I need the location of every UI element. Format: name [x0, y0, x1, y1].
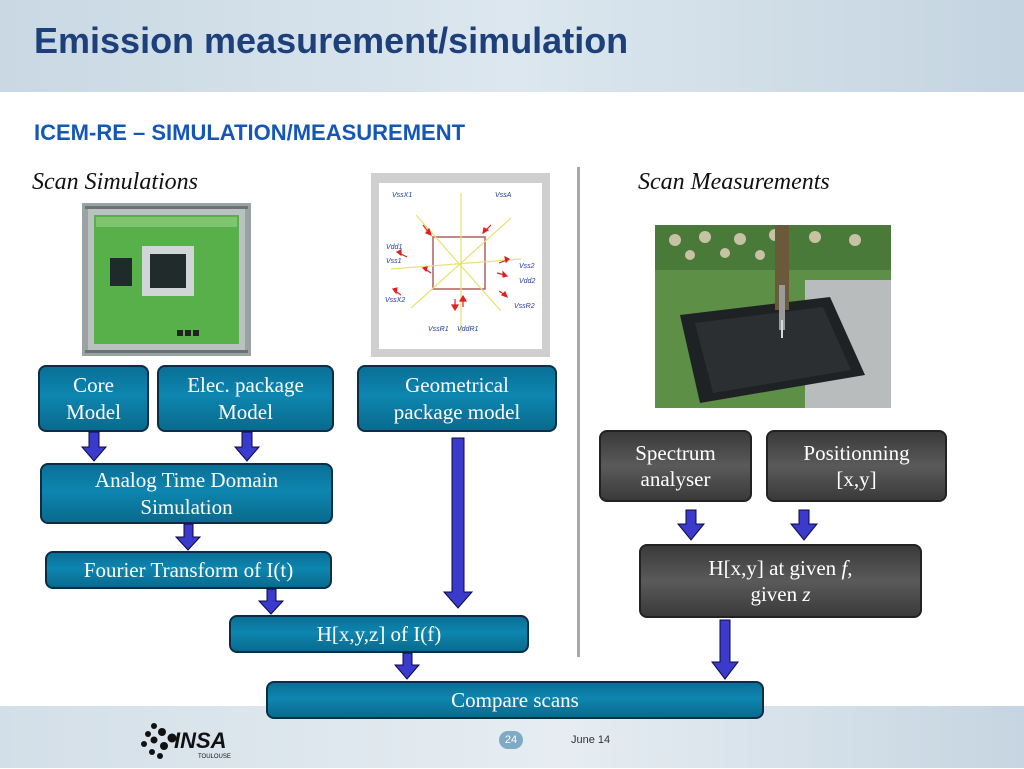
fourier-transform-label: Fourier Transform of I(t) [83, 557, 294, 582]
label-vdd2: Vdd2 [519, 278, 536, 285]
fourier-transform-box: Fourier Transform of I(t) [45, 551, 332, 589]
arrow-spectrum-to-hxy [676, 509, 706, 541]
insa-logo-text: INSA [174, 728, 227, 753]
page-number: 24 [499, 731, 523, 749]
label-vddr1: VddR1 [457, 326, 479, 333]
core-model-box: Core Model [38, 365, 149, 432]
arrow-fourier-to-hxyz [257, 588, 285, 615]
insa-logo-subtext: TOULOUSE [198, 754, 231, 760]
compare-scans-label: Compare scans [451, 687, 579, 712]
arrow-hxyz-to-compare [393, 652, 421, 680]
hxy-box: H[x,y] at given f, given z [639, 544, 922, 618]
elec-package-label: Elec. package Model [187, 373, 304, 424]
hxy-f: f, [841, 555, 853, 580]
geometry-diagram: VssX1 VssA Vdd1 Vss1 Vss2 Vdd2 VssX2 Vss… [371, 173, 550, 357]
label-vssr2: VssR2 [514, 303, 535, 310]
arrow-positionning-to-hxy [789, 509, 819, 541]
label-vssr1: VssR1 [428, 326, 449, 333]
analog-time-box: Analog Time Domain Simulation [40, 463, 333, 524]
slide-title: Emission measurement/simulation [34, 20, 629, 61]
positionning-label: Positionning [x,y] [803, 440, 910, 491]
insa-logo: INSA TOULOUSE [138, 712, 238, 764]
label-vssa: VssA [495, 192, 512, 199]
scan-simulations-heading: Scan Simulations [32, 169, 198, 195]
label-vssx1: VssX1 [392, 192, 413, 199]
compare-scans-box: Compare scans [266, 681, 764, 719]
column-divider [577, 167, 580, 657]
footer-date: June 14 [571, 734, 611, 746]
header-band [0, 0, 1024, 92]
hxyz-label: H[x,y,z] of I(f) [316, 621, 442, 646]
label-vss1: Vss1 [386, 258, 402, 265]
spectrum-analyser-label: Spectrum analyser [635, 440, 716, 491]
hxyz-box: H[x,y,z] of I(f) [229, 615, 529, 653]
geometrical-package-label: Geometrical package model [393, 373, 521, 424]
spectrum-analyser-box: Spectrum analyser [599, 430, 752, 502]
arrow-analog-to-fourier [174, 523, 202, 551]
hxy-line-2: given z [750, 581, 810, 607]
slide-subtitle: ICEM-RE – SIMULATION/MEASUREMENT [34, 120, 466, 145]
geometrical-package-box: Geometrical package model [357, 365, 557, 432]
hxy-z: z [802, 582, 811, 606]
positionning-box: Positionning [x,y] [766, 430, 947, 502]
chip-board-image [82, 203, 251, 356]
arrow-geometrical-to-hxyz [442, 437, 474, 609]
label-vssx2: VssX2 [385, 297, 406, 304]
label-vdd1: Vdd1 [386, 244, 403, 251]
label-vss2: Vss2 [519, 263, 535, 270]
analog-time-label: Analog Time Domain Simulation [94, 468, 279, 519]
hxy-line-1-text: H[x,y] at given [708, 555, 842, 580]
arrow-hxy-to-compare [710, 619, 740, 680]
arrow-elec-to-analog [233, 431, 261, 462]
probe-measurement-image [655, 225, 891, 408]
elec-package-box: Elec. package Model [157, 365, 334, 432]
hxy-line-1: H[x,y] at given f, [708, 555, 852, 581]
arrow-core-to-analog [80, 431, 108, 462]
hxy-line-2-text: given [750, 582, 803, 606]
scan-measurements-heading: Scan Measurements [638, 169, 830, 195]
core-model-label: Core Model [66, 373, 121, 424]
